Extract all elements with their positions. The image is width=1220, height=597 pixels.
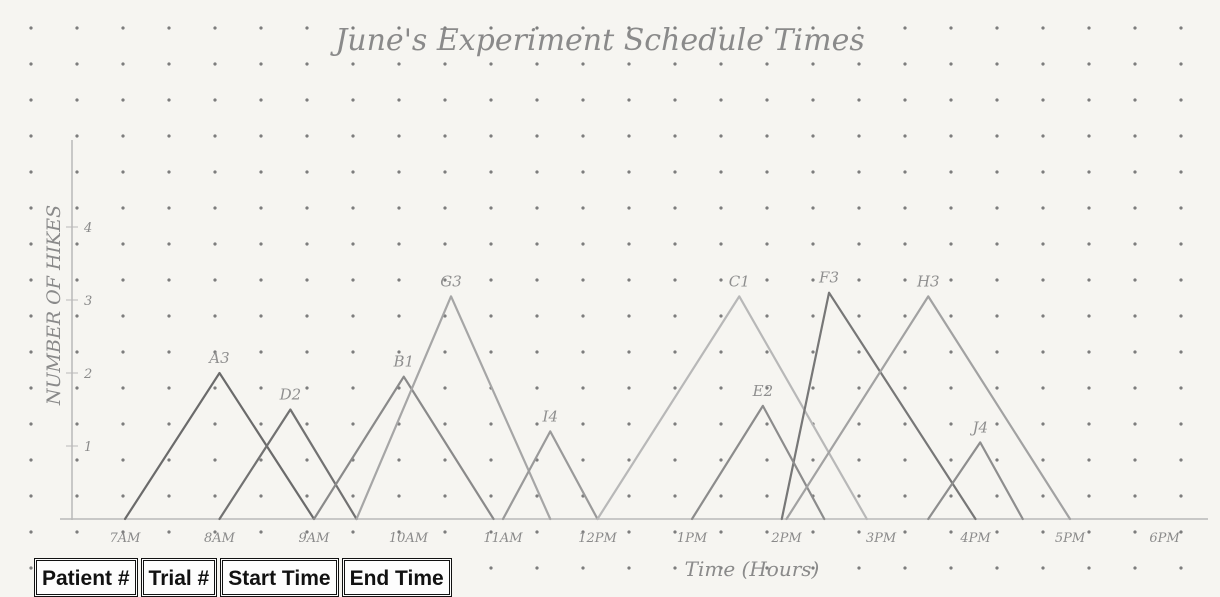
series-line-i4: [501, 430, 599, 521]
series-line-g3: [355, 295, 552, 521]
series-line-a3: [123, 371, 316, 521]
series-line-j4: [927, 441, 1024, 521]
x-tick-label: 2PM: [770, 531, 802, 546]
x-tick-label: 4PM: [959, 531, 991, 546]
series-label-f3: F3: [818, 269, 839, 287]
x-tick-label: 7AM: [110, 531, 142, 546]
x-axis-label: Time (Hours): [685, 557, 820, 581]
series-label-h3: H3: [916, 272, 940, 290]
series-label-i4: I4: [542, 407, 558, 425]
header-end-time: End Time: [341, 558, 452, 597]
y-axis-label: NUMBER OF HIKES: [43, 205, 65, 406]
series-label-e2: E2: [752, 382, 774, 400]
x-tick-label: 3PM: [866, 531, 897, 546]
x-tick-label: 6PM: [1149, 531, 1180, 546]
y-tick-label: 4: [83, 221, 92, 236]
series-label-c1: C1: [729, 272, 750, 290]
x-tick-label: 8AM: [204, 531, 236, 546]
chart-title: June's Experiment Schedule Times: [329, 23, 864, 58]
series-line-h3: [785, 295, 1072, 521]
series-line-b1: [312, 375, 495, 521]
series-line-c1: [596, 295, 868, 521]
header-start-time: Start Time: [220, 558, 339, 597]
x-tick-label: 12PM: [578, 531, 617, 546]
header-trial: Trial #: [140, 558, 218, 597]
series-label-j4: J4: [969, 418, 988, 436]
series-line-e2: [690, 404, 826, 521]
y-tick-label: 3: [84, 294, 92, 309]
y-tick-label: 2: [83, 367, 92, 382]
x-tick-label: 11AM: [483, 531, 523, 546]
series-line-f3: [780, 291, 977, 521]
series-line-d2: [218, 408, 358, 521]
x-tick-label: 9AM: [299, 531, 331, 546]
x-tick-label: 10AM: [389, 531, 429, 546]
series-label-b1: B1: [392, 353, 414, 371]
x-tick-label: 1PM: [677, 531, 708, 546]
series-label-d2: D2: [279, 386, 302, 404]
y-tick-label: 1: [84, 440, 92, 455]
header-patient: Patient #: [34, 558, 138, 597]
series-label-a3: A3: [207, 349, 229, 367]
table-header: Patient # Trial # Start Time End Time: [34, 558, 452, 597]
series-label-g3: G3: [440, 272, 462, 290]
x-tick-label: 5PM: [1055, 531, 1086, 546]
